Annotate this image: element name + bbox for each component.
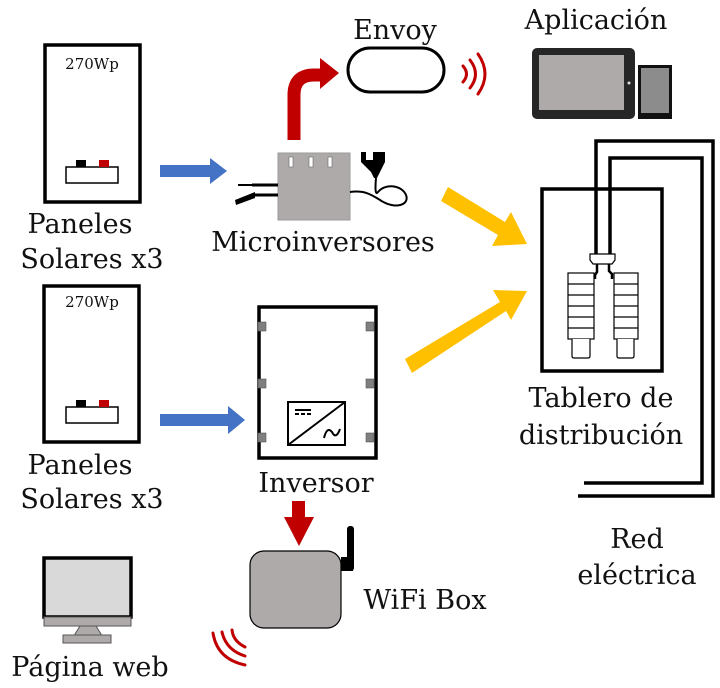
negative-terminal-icon — [76, 400, 86, 407]
data-arrow-to-envoy — [287, 68, 322, 140]
wifi-signal-icon-envoy — [461, 52, 487, 96]
wifi-box-icon — [249, 526, 354, 629]
app-label: Aplicación — [524, 5, 668, 36]
solar-panel-bottom: 270Wp — [42, 284, 141, 444]
string-inverter-icon — [257, 305, 378, 460]
board-label-line2: distribución — [519, 420, 683, 451]
distribution-board-icon — [540, 139, 715, 498]
envoy-label: Envoy — [353, 15, 438, 46]
inverter-label: Inversor — [258, 468, 373, 499]
grid-label-line2: eléctrica — [577, 560, 696, 591]
positive-terminal-icon — [99, 400, 109, 407]
ac-arrow-inverter-to-board — [405, 290, 527, 373]
panels-top-label-line2: Solares x3 — [20, 244, 163, 275]
data-arrow-to-wifibox — [292, 501, 305, 518]
board-label-line1: Tablero de — [529, 383, 674, 414]
grid-wire-outer — [578, 139, 715, 498]
ac-arrow-micro-to-board — [441, 187, 527, 246]
solar-panel-top: 270Wp — [43, 43, 142, 204]
monitor-icon — [42, 556, 133, 644]
envoy-gateway-icon — [346, 46, 446, 94]
negative-terminal-icon — [76, 160, 86, 167]
panels-top-label-line1: Paneles — [28, 209, 133, 240]
panel-rating: 270Wp — [65, 293, 119, 311]
positive-terminal-icon — [99, 160, 109, 167]
dc-arrow-to-microinverters — [160, 158, 227, 184]
data-arrow-head — [320, 58, 339, 89]
junction-box-icon — [65, 166, 119, 184]
wifi-signal-icon-wifibox — [211, 628, 247, 667]
junction-box-icon — [65, 406, 119, 424]
panels-bottom-label-line2: Solares x3 — [20, 484, 163, 515]
microinverter-icon — [235, 152, 408, 221]
wifi-box-label: WiFi Box — [363, 585, 486, 616]
tablet-phone-icon — [532, 48, 672, 119]
panels-bottom-label-line1: Paneles — [28, 450, 133, 481]
panel-rating: 270Wp — [65, 55, 119, 73]
grid-label-line1: Red — [610, 524, 664, 555]
dc-arrow-to-inverter — [160, 406, 245, 434]
web-page-label: Página web — [11, 652, 168, 683]
microinverters-label: Microinversores — [211, 227, 435, 258]
data-arrow-head — [284, 517, 314, 546]
grid-wire-inner — [584, 156, 704, 485]
